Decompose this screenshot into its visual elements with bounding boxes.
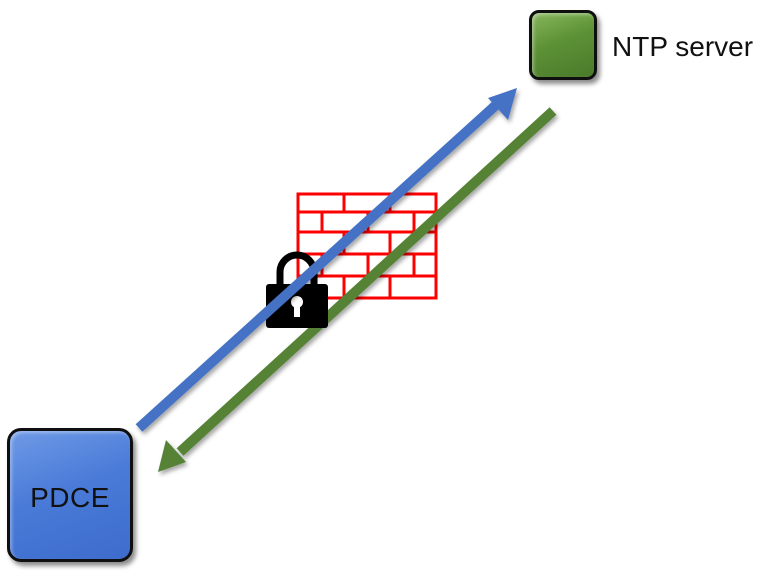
pdce-node: PDCE [7,428,133,562]
request-arrow [135,88,517,432]
pdce-label: PDCE [30,482,110,513]
ntp-server-node [529,10,597,80]
ntp-server-label: NTP server [612,31,754,62]
response-arrow [158,107,557,472]
